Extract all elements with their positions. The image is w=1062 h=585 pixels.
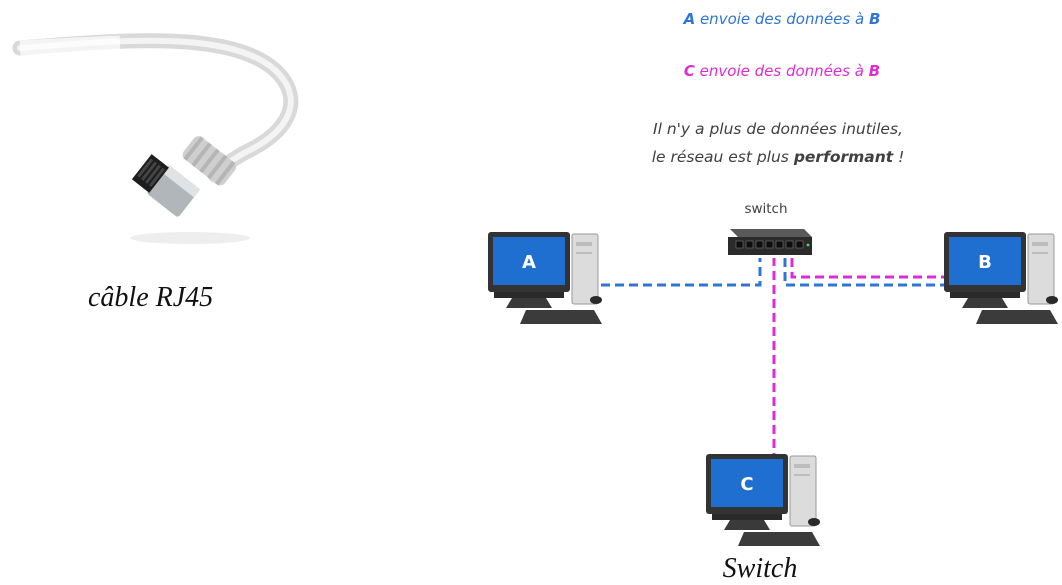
computer-c-icon: C (706, 454, 820, 546)
computer-a-icon: A (488, 232, 602, 324)
computer-c-label: C (740, 474, 753, 495)
switch-label: switch (744, 201, 788, 217)
legend-a-to-b: A envoie des données à B (632, 10, 932, 28)
legend-c-receiver: B (868, 62, 881, 80)
switch-caption: Switch (722, 553, 798, 584)
computer-b-label: B (978, 252, 992, 273)
explanation-line-2: le réseau est plus performant ! (568, 143, 988, 171)
explanation-keyword: performant (793, 148, 894, 166)
computer-b-icon: B (944, 232, 1058, 324)
legend-c-text: envoie des données à (694, 62, 869, 80)
explanation-line-1: Il n'y a plus de données inutiles, (653, 120, 903, 138)
legend-a-receiver: B (868, 10, 881, 28)
legend-c-sender: C (683, 62, 695, 80)
cable-caption: câble RJ45 (88, 282, 214, 313)
explanation-line-2-prefix: le réseau est plus (651, 148, 794, 166)
legend-a-sender: A (683, 10, 696, 28)
legend-a-text: envoie des données à (695, 10, 869, 28)
link-switch-to-b-blue (783, 258, 955, 287)
link-a-to-switch (545, 258, 762, 287)
explanation-line-2-suffix: ! (893, 148, 905, 166)
network-switch-icon (728, 229, 812, 255)
link-switch-to-b-magenta (790, 258, 955, 279)
computer-a-label: A (522, 252, 536, 273)
legend-c-to-b: C envoie des données à B (632, 62, 932, 80)
rj45-cable-image (12, 33, 299, 244)
